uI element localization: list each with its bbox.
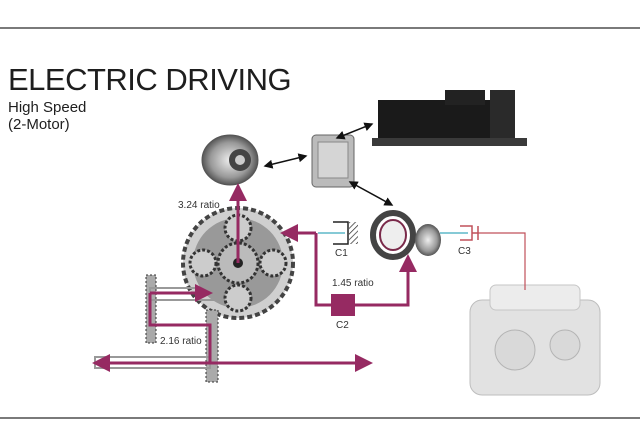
transfer-gear-2 (205, 309, 219, 383)
slide-subtitle-line1: High Speed (8, 99, 87, 116)
slide-title: ELECTRIC DRIVING (8, 62, 292, 97)
clutch-c2-label: C2 (336, 320, 349, 331)
motor-generator-2-image (370, 210, 441, 260)
ratio-label-1-45: 1.45 ratio (332, 278, 374, 289)
clutch-c3-label: C3 (458, 246, 471, 257)
inverter-motor2-arrow (348, 181, 394, 206)
engine-image (469, 284, 601, 396)
top-rule (0, 27, 640, 29)
inverter-motor1-arrow (263, 153, 308, 169)
motor-generator-1-image (201, 134, 259, 186)
clutch-c1 (333, 221, 349, 245)
bottom-rule (0, 417, 640, 419)
engine-link-line (478, 232, 526, 290)
inverter-battery-arrow (335, 122, 374, 140)
clutch-c1-label: C1 (335, 248, 348, 259)
slide-subtitle-line2: (2-Motor) (8, 116, 70, 133)
power-flow-lines (92, 183, 417, 372)
ratio-label-2-16: 2.16 ratio (160, 336, 202, 347)
c1-ground-hatch (349, 222, 358, 244)
inverter-image (311, 134, 355, 188)
battery-pack-image (372, 90, 527, 146)
ratio-label-3-24: 3.24 ratio (178, 200, 220, 211)
clutch-c2 (331, 294, 355, 316)
